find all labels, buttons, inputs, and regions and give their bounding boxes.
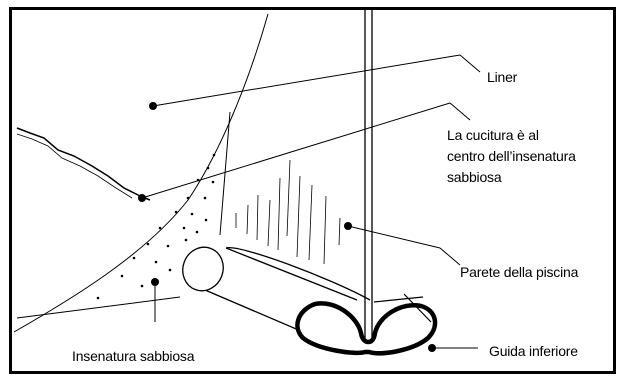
label-seam-line-3: sabbiosa [447, 169, 502, 185]
floor-line [16, 296, 181, 319]
sand-cove-end [182, 246, 224, 292]
ground-edge-line [16, 127, 151, 201]
leader-dots [138, 102, 436, 352]
liner-curve [13, 13, 269, 333]
wall-shading [235, 159, 341, 265]
sand-dots [96, 153, 216, 300]
leader-lines [141, 54, 481, 349]
label-bottom-track: Guida inferiore [489, 343, 578, 359]
bottom-track-rail [373, 293, 432, 323]
label-liner: Liner [487, 69, 518, 85]
label-seam-line-2: centro dell’insenatura [447, 148, 576, 164]
label-seam-line-1: La cucitura è al [447, 127, 539, 143]
sand-cove-cap [225, 247, 371, 301]
label-pool-wall: Parete della piscina [460, 264, 579, 280]
ground-edge-line-2 [16, 133, 133, 199]
pool-liner-diagram [13, 10, 481, 356]
diagram-frame: Liner La cucitura è al centro dell’insen… [9, 7, 616, 374]
label-sand-cove: Insenatura sabbiosa [72, 348, 195, 364]
label-seam: La cucitura è al centro dell’insenatura … [447, 125, 576, 188]
liner-inner-edge [219, 111, 231, 236]
bottom-track-outline [295, 301, 438, 356]
